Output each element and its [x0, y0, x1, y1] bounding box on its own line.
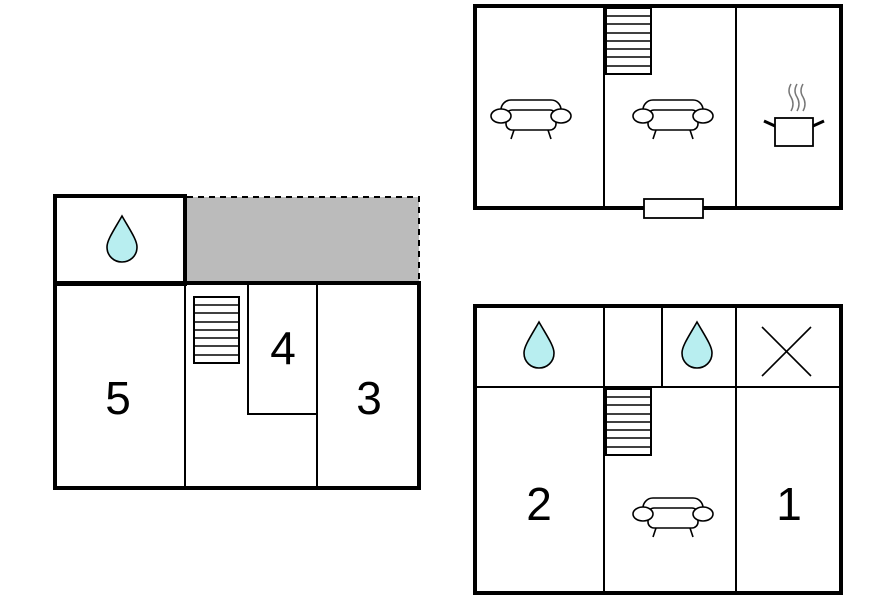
water-drop-icon [523, 321, 555, 369]
room-4-wall [247, 283, 317, 415]
room-number: 5 [105, 372, 131, 424]
outdoor-area-border [187, 196, 420, 283]
room-number: 3 [356, 372, 382, 424]
outdoor-area [187, 197, 419, 283]
plan-bottom-right: 2 1 [473, 304, 843, 595]
water-drop-icon [681, 321, 713, 369]
cross-icon [761, 326, 812, 377]
room-number: 1 [776, 478, 802, 530]
stairs-icon [193, 296, 240, 364]
water-drop-icon [106, 215, 138, 263]
left-floor-walls [53, 281, 421, 490]
sofa-icon [632, 99, 714, 140]
balcony-icon [643, 198, 704, 219]
stairs-icon [605, 7, 652, 75]
plan-left: 5 4 3 [53, 194, 421, 490]
sofa-icon [490, 99, 572, 140]
cooking-pot-icon [763, 83, 825, 147]
sofa-icon [632, 497, 714, 538]
room-number: 2 [526, 478, 552, 530]
room-number: 4 [270, 322, 296, 374]
bottom-floor-walls [473, 304, 843, 595]
stairs-icon [605, 388, 652, 456]
plan-top-right [473, 4, 843, 219]
